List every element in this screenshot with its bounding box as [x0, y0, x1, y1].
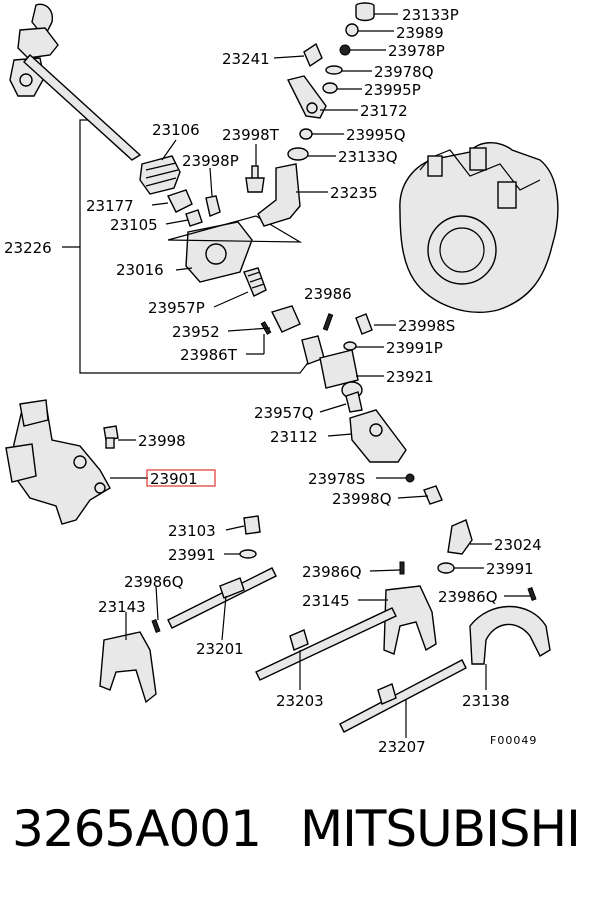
part-number: 3265A001: [12, 800, 262, 858]
callout-23207: 23207: [378, 738, 426, 756]
brand-name: MITSUBISHI: [300, 800, 581, 858]
callout-23172: 23172: [360, 102, 408, 120]
callout-23978S: 23978S: [308, 470, 365, 488]
figure-code: F00049: [490, 734, 537, 747]
callout-23203: 23203: [276, 692, 324, 710]
callout-23952: 23952: [172, 323, 220, 341]
callout-23991-b: 23991: [486, 560, 534, 578]
shift-lever-part: [9, 3, 142, 161]
callout-23145: 23145: [302, 592, 350, 610]
callout-23998: 23998: [138, 432, 186, 450]
callout-23105: 23105: [110, 216, 158, 234]
rod-23201-part: [167, 567, 277, 629]
pin-23986Q-b-part: [151, 619, 161, 633]
callout-23991-a: 23991: [168, 546, 216, 564]
plug-23103-part: [243, 515, 261, 535]
callout-23986Q-b: 23986Q: [124, 573, 184, 591]
callout-23991P: 23991P: [386, 339, 443, 357]
pin-23986Q-c-part: [527, 587, 537, 601]
callout-23106: 23106: [152, 121, 200, 139]
fork-23145-part: [383, 585, 437, 655]
lever-23172-part: [286, 75, 327, 119]
fork-23143-part: [99, 631, 157, 704]
callout-23201: 23201: [196, 640, 244, 658]
pin-23986-part: [322, 313, 334, 331]
highlight-box-23901: [146, 469, 216, 487]
callout-23112: 23112: [270, 428, 318, 446]
callout-23995Q: 23995Q: [346, 126, 406, 144]
callout-23978P: 23978P: [388, 42, 445, 60]
washer-23991-a-part: [239, 549, 257, 559]
washer-23991-b-part: [437, 562, 455, 574]
spring-23957P-part: [243, 267, 267, 297]
callout-23986Q-c: 23986Q: [438, 588, 498, 606]
pin-23986Q-a-part: [399, 561, 405, 575]
nut-23978P-part: [339, 44, 351, 56]
assembly-bracket-23226: [62, 119, 311, 374]
plate-23112-part: [349, 409, 407, 463]
bracket-23241-part: [303, 42, 323, 68]
callout-23995P: 23995P: [364, 81, 421, 99]
callout-23138: 23138: [462, 692, 510, 710]
callout-23226: 23226: [4, 239, 52, 257]
bolt-23998T-part: [245, 165, 265, 193]
bushing-23105-part: [185, 209, 203, 227]
seal-23133Q-part: [287, 147, 309, 161]
washer-23995Q-part: [299, 128, 313, 140]
callout-23143: 23143: [98, 598, 146, 616]
callout-23024: 23024: [494, 536, 542, 554]
callout-23986: 23986: [304, 285, 352, 303]
leader-lines: [110, 13, 530, 738]
spring-23957Q-part: [345, 391, 363, 413]
nut-23989-part: [345, 23, 359, 37]
lever-23235-part: [257, 163, 301, 227]
callout-23998S: 23998S: [398, 317, 455, 335]
sensor-23024-part: [447, 519, 473, 555]
cap-23133P-part: [355, 2, 375, 22]
housing-23016-part: [167, 215, 303, 283]
callout-23978Q: 23978Q: [374, 63, 434, 81]
callout-23989: 23989: [396, 24, 444, 42]
fork-23138-part: [469, 605, 551, 665]
bolt-23998S-part: [355, 313, 373, 335]
callout-23103: 23103: [168, 522, 216, 540]
callout-23998Q: 23998Q: [332, 490, 392, 508]
block-23921-part: [319, 349, 363, 399]
callout-23901: 23901: [150, 470, 198, 488]
bolt-23998Q-part: [423, 485, 443, 505]
parts-exploded-diagram: 23133P 23989 23241 23978P 23978Q 23995P …: [4, 2, 559, 756]
bolt-23998-part: [103, 425, 119, 449]
callout-23986T: 23986T: [180, 346, 238, 364]
washer-23978Q-part: [325, 65, 343, 75]
bolt-23998P-part: [205, 195, 221, 217]
callout-23177: 23177: [86, 197, 134, 215]
rod-23207-part: [339, 659, 467, 733]
callout-23235: 23235: [330, 184, 378, 202]
washer-23991P-part: [343, 341, 357, 351]
callout-23957Q: 23957Q: [254, 404, 314, 422]
callout-23986Q-a: 23986Q: [302, 563, 362, 581]
washer-23995P-part: [322, 82, 338, 94]
bracket-23901-part: [5, 399, 111, 525]
callout-23133Q: 23133Q: [338, 148, 398, 166]
callout-23957P: 23957P: [148, 299, 205, 317]
callout-labels: 23133P 23989 23241 23978P 23978Q 23995P …: [4, 6, 542, 756]
bushing-23177-part: [167, 189, 193, 213]
boot-23106-part: [139, 155, 181, 195]
callout-23133P: 23133P: [402, 6, 459, 24]
rod-23203-part: [255, 607, 397, 681]
callout-23998T: 23998T: [222, 126, 280, 144]
block-23952-part: [271, 305, 301, 333]
nut-23978S-part: [405, 473, 415, 483]
transmission-illustration: [399, 142, 559, 313]
callout-23998P: 23998P: [182, 152, 239, 170]
callout-23016: 23016: [116, 261, 164, 279]
callout-23241: 23241: [222, 50, 270, 68]
callout-23921: 23921: [386, 368, 434, 386]
